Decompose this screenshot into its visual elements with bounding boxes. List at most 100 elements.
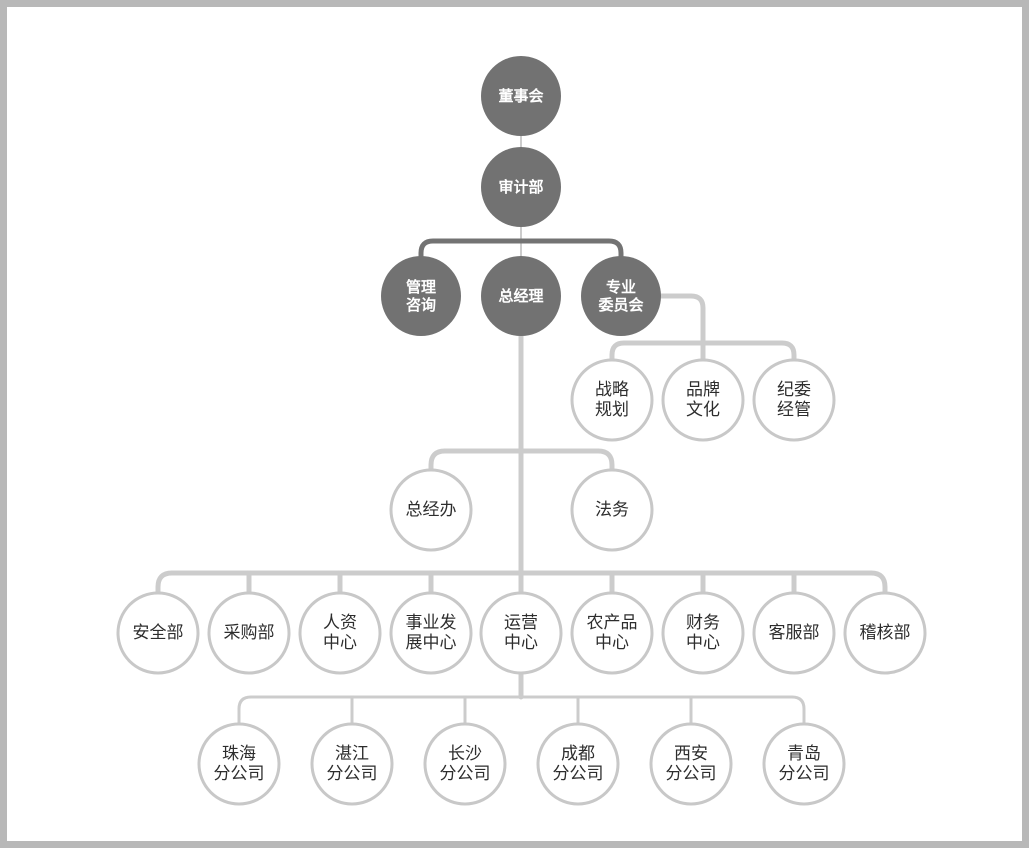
node-circle bbox=[843, 591, 927, 675]
node-inspection: 稽核部 bbox=[843, 591, 927, 675]
node-circle bbox=[389, 591, 473, 675]
node-label-line: 中心 bbox=[504, 633, 538, 653]
node-circle bbox=[661, 591, 745, 675]
node-label-line: 法务 bbox=[595, 500, 629, 520]
node-label-line: 经管 bbox=[777, 400, 811, 420]
connector-lines bbox=[155, 135, 888, 727]
node-circle bbox=[481, 256, 561, 336]
node-gm_office: 总经办 bbox=[389, 468, 473, 552]
node-circle bbox=[310, 722, 394, 806]
node-label-line: 中心 bbox=[323, 633, 357, 653]
node-gm: 总经理 bbox=[481, 256, 561, 336]
node-safety: 安全部 bbox=[116, 591, 200, 675]
node-circle bbox=[536, 722, 620, 806]
org-nodes: 董事会审计部管理咨询总经理专业委员会战略规划品牌文化纪委经管总经办法务安全部采购… bbox=[116, 56, 927, 806]
node-label-line: 农产品 bbox=[587, 613, 638, 633]
node-circle bbox=[762, 722, 846, 806]
node-circle bbox=[389, 468, 473, 552]
node-label-line: 湛江 bbox=[335, 744, 369, 764]
node-label-line: 采购部 bbox=[224, 623, 275, 643]
node-label-line: 西安 bbox=[674, 744, 708, 764]
node-circle bbox=[116, 591, 200, 675]
node-label-line: 中心 bbox=[595, 633, 629, 653]
node-circle bbox=[752, 591, 836, 675]
node-label-line: 事业发 bbox=[406, 613, 457, 633]
node-circle bbox=[381, 256, 461, 336]
node-label-line: 安全部 bbox=[133, 623, 184, 643]
node-label-line: 规划 bbox=[595, 400, 629, 420]
node-label-line: 分公司 bbox=[214, 764, 265, 784]
node-circle bbox=[581, 256, 661, 336]
node-label-line: 战略 bbox=[595, 380, 629, 400]
node-label-line: 分公司 bbox=[553, 764, 604, 784]
department-bracket-line bbox=[155, 570, 888, 598]
node-audit: 审计部 bbox=[481, 147, 561, 227]
node-label-line: 分公司 bbox=[666, 764, 717, 784]
node-label-line: 中心 bbox=[686, 633, 720, 653]
node-label-line: 分公司 bbox=[327, 764, 378, 784]
node-label-line: 委员会 bbox=[598, 296, 643, 314]
branch-bracket-line bbox=[237, 695, 806, 727]
node-label-line: 董事会 bbox=[498, 87, 543, 105]
node-label-line: 文化 bbox=[686, 400, 720, 420]
node-legal: 法务 bbox=[570, 468, 654, 552]
node-label-line: 珠海 bbox=[222, 744, 256, 764]
audit-bracket-line bbox=[418, 238, 624, 265]
node-circle bbox=[479, 591, 563, 675]
node-circle bbox=[207, 591, 291, 675]
node-label-line: 咨询 bbox=[406, 296, 436, 314]
node-circle bbox=[423, 722, 507, 806]
node-label-line: 财务 bbox=[686, 613, 720, 633]
node-label-line: 管理 bbox=[406, 278, 436, 296]
org-chart: 董事会审计部管理咨询总经理专业委员会战略规划品牌文化纪委经管总经办法务安全部采购… bbox=[116, 56, 927, 806]
node-circle bbox=[481, 147, 561, 227]
node-label-line: 运营 bbox=[504, 613, 538, 633]
node-label-line: 展中心 bbox=[406, 633, 457, 653]
node-circle bbox=[649, 722, 733, 806]
node-label-line: 稽核部 bbox=[860, 623, 911, 643]
node-label-line: 品牌 bbox=[686, 380, 720, 400]
node-circle bbox=[570, 468, 654, 552]
node-label-line: 客服部 bbox=[769, 623, 820, 643]
node-label-line: 总经办 bbox=[406, 500, 457, 520]
node-label-line: 纪委 bbox=[777, 380, 811, 400]
node-label-line: 分公司 bbox=[440, 764, 491, 784]
node-service: 客服部 bbox=[752, 591, 836, 675]
node-circle bbox=[752, 358, 836, 442]
node-label-line: 人资 bbox=[323, 613, 357, 633]
node-circle bbox=[570, 591, 654, 675]
node-label-line: 总经理 bbox=[498, 287, 543, 305]
office-bracket-line bbox=[428, 448, 615, 475]
node-purchasing: 采购部 bbox=[207, 591, 291, 675]
node-label-line: 专业 bbox=[606, 278, 636, 296]
node-circle bbox=[661, 358, 745, 442]
node-board: 董事会 bbox=[481, 56, 561, 136]
node-label-line: 青岛 bbox=[787, 744, 821, 764]
node-circle bbox=[298, 591, 382, 675]
node-circle bbox=[197, 722, 281, 806]
node-circle bbox=[570, 358, 654, 442]
node-label-line: 分公司 bbox=[779, 764, 830, 784]
node-circle bbox=[481, 56, 561, 136]
node-label-line: 审计部 bbox=[498, 178, 543, 196]
node-label-line: 成都 bbox=[561, 744, 595, 764]
node-label-line: 长沙 bbox=[448, 744, 482, 764]
committee-branch-line bbox=[656, 293, 706, 346]
